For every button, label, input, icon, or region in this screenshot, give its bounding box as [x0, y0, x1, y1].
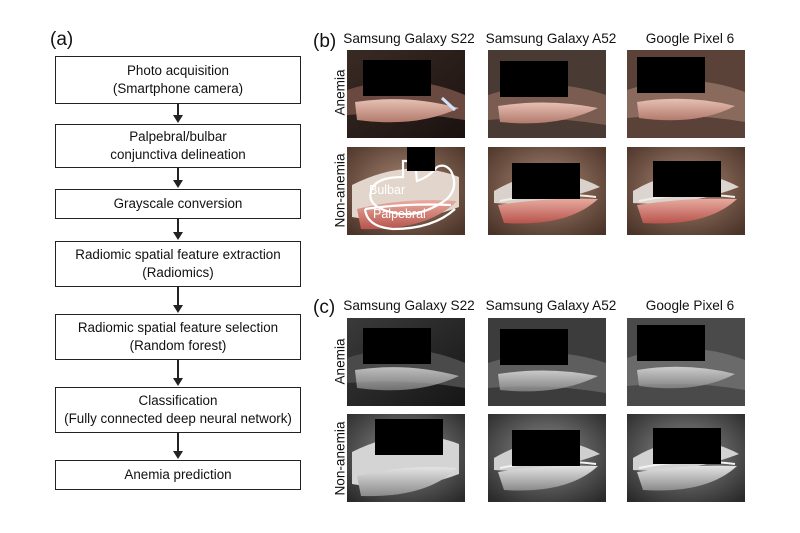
eye-image-s22-non-anemia-gray [347, 414, 465, 502]
eye-image-a52-non-anemia-gray [488, 414, 606, 502]
flow-arrow [173, 360, 183, 386]
flow-arrow [173, 219, 183, 240]
step-line1: Palpebral/bulbar [129, 129, 227, 144]
eye-image-s22-anemia [347, 50, 465, 138]
column-title-pixel6: Google Pixel 6 [645, 31, 735, 46]
row-label-anemia: Anemia [332, 338, 348, 385]
column-title-a52: Samsung Galaxy A52 [485, 31, 617, 46]
redaction-box [500, 61, 568, 97]
step-line2: (Fully connected deep neural network) [64, 411, 292, 426]
redaction-box [653, 161, 721, 197]
row-label-anemia: Anemia [332, 69, 348, 116]
step-classification: Classification (Fully connected deep neu… [55, 387, 301, 433]
eye-image-a52-anemia-gray [488, 318, 606, 406]
step-line1: Radiomic spatial feature selection [77, 320, 279, 335]
step-line1: Anemia prediction [124, 467, 232, 482]
step-line2: (Smartphone camera) [112, 81, 244, 96]
step-line1: Grayscale conversion [113, 196, 243, 211]
redaction-box [637, 57, 705, 93]
eye-image-pixel6-anemia-gray [627, 318, 745, 406]
redaction-box [500, 329, 568, 365]
roi-label-palpebral: Palpebral [373, 207, 426, 221]
step-conjunctiva-delineation: Palpebral/bulbar conjunctiva delineation [55, 124, 301, 168]
step-line1: Photo acquisition [127, 63, 229, 78]
column-title-s22: Samsung Galaxy S22 [343, 298, 475, 313]
flow-arrow [173, 104, 183, 123]
step-feature-extraction: Radiomic spatial feature extraction (Rad… [55, 241, 301, 287]
panel-label-a: (a) [50, 29, 74, 50]
column-title-pixel6: Google Pixel 6 [645, 298, 735, 313]
step-feature-selection: Radiomic spatial feature selection (Rand… [55, 314, 301, 360]
eye-image-a52-non-anemia [488, 147, 606, 235]
panel-label-c: (c) [313, 297, 336, 318]
step-line2: conjunctiva delineation [110, 147, 246, 162]
roi-label-bulbar: Bulbar [369, 183, 406, 197]
column-title-a52: Samsung Galaxy A52 [485, 298, 617, 313]
eye-image-pixel6-non-anemia [627, 147, 745, 235]
row-label-non-anemia: Non-anemia [332, 153, 348, 228]
eye-image-s22-non-anemia: Bulbar Palpebral [347, 147, 465, 235]
flow-arrow [173, 433, 183, 459]
redaction-box [637, 325, 705, 361]
redaction-box [653, 428, 721, 464]
flow-arrow [173, 168, 183, 188]
eye-image-a52-anemia [488, 50, 606, 138]
step-photo-acquisition: Photo acquisition (Smartphone camera) [55, 56, 301, 104]
row-label-non-anemia: Non-anemia [332, 421, 348, 496]
step-line2: (Random forest) [129, 338, 227, 353]
eye-image-pixel6-anemia [627, 50, 745, 138]
step-grayscale-conversion: Grayscale conversion [55, 189, 301, 219]
eye-image-pixel6-non-anemia-gray [627, 414, 745, 502]
redaction-box [512, 430, 580, 466]
step-anemia-prediction: Anemia prediction [55, 460, 301, 490]
column-title-s22: Samsung Galaxy S22 [343, 31, 475, 46]
flow-arrow [173, 287, 183, 313]
redaction-box [363, 60, 431, 96]
redaction-box [375, 419, 443, 455]
eye-image-s22-anemia-gray [347, 318, 465, 406]
redaction-box [407, 147, 435, 171]
redaction-box [512, 163, 580, 199]
redaction-box [363, 328, 431, 364]
step-line1: Classification [138, 393, 218, 408]
step-line1: Radiomic spatial feature extraction [75, 247, 281, 262]
step-line2: (Radiomics) [142, 265, 214, 280]
panel-label-b: (b) [313, 31, 337, 52]
